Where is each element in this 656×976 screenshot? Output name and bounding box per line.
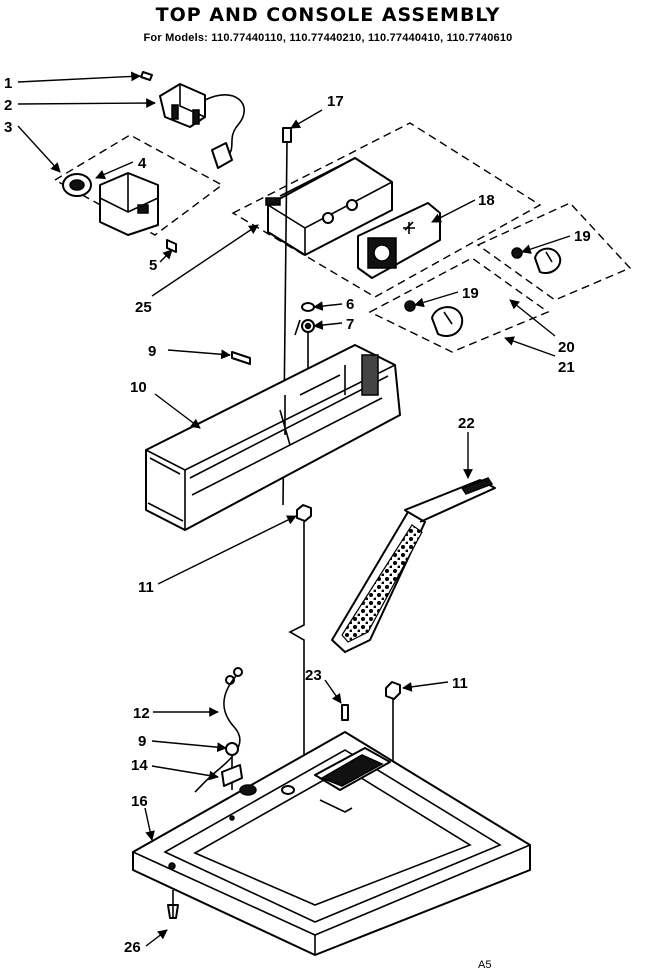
callout-6: 6 — [346, 296, 354, 313]
callout-10: 10 — [130, 379, 147, 396]
knob-group-20 — [476, 202, 632, 301]
part-19-spring-b — [404, 300, 416, 312]
callout-4: 4 — [138, 155, 147, 172]
callout-labels: 1 2 3 4 5 25 17 18 19 19 20 21 6 7 9 10 … — [4, 75, 591, 971]
switch-housing — [99, 172, 159, 236]
callout-1: 1 — [4, 75, 12, 92]
timer-motor-group — [140, 71, 245, 169]
callout-11-middle: 11 — [138, 579, 154, 596]
timer-knob — [534, 247, 562, 274]
callout-18: 18 — [478, 192, 495, 209]
part-14-clip — [221, 764, 243, 787]
nut-11-lower — [385, 681, 401, 770]
switch-subassembly-group — [53, 134, 224, 253]
model-list: For Models: 110.77440110, 110.77440210, … — [143, 32, 513, 44]
part-9-screw-upper — [231, 351, 251, 365]
top-panel — [132, 731, 531, 956]
callout-25: 25 — [135, 299, 152, 316]
callout-3: 3 — [4, 119, 12, 136]
callout-9-lower: 9 — [138, 733, 146, 750]
callout-20: 20 — [558, 339, 575, 356]
part-1-screw — [140, 71, 153, 81]
callout-26: 26 — [124, 939, 141, 956]
callout-14: 14 — [131, 757, 148, 774]
wire-connector — [211, 142, 233, 169]
callout-5: 5 — [149, 257, 157, 274]
control-panel-group — [231, 122, 542, 298]
part-6 — [301, 302, 315, 312]
callout-12: 12 — [133, 705, 150, 722]
callout-9-upper: 9 — [148, 343, 156, 360]
part-9-screw-lower — [225, 742, 239, 756]
callout-19-middle: 19 — [462, 285, 479, 302]
page-title: TOP AND CONSOLE ASSEMBLY — [155, 4, 501, 26]
selector-knob — [431, 306, 464, 337]
knob-group-21 — [368, 257, 550, 353]
nut-11-upper — [288, 504, 312, 760]
callout-11-right: 11 — [452, 675, 468, 692]
callout-23: 23 — [305, 667, 322, 684]
figure-code: A5 — [478, 959, 491, 971]
part-5-screw — [166, 239, 177, 253]
screw-26 — [167, 890, 179, 919]
callout-22: 22 — [458, 415, 475, 432]
callout-19-right: 19 — [574, 228, 591, 245]
callout-16: 16 — [131, 793, 148, 810]
callout-17: 17 — [327, 93, 344, 110]
callout-21: 21 — [558, 359, 575, 376]
console-housing — [145, 344, 401, 531]
part-23-screw — [341, 704, 349, 721]
callout-2: 2 — [4, 97, 12, 114]
part-19-spring-a — [511, 247, 523, 259]
leader-lines — [17, 71, 571, 947]
callout-7: 7 — [346, 316, 354, 333]
lint-screen — [331, 477, 496, 653]
